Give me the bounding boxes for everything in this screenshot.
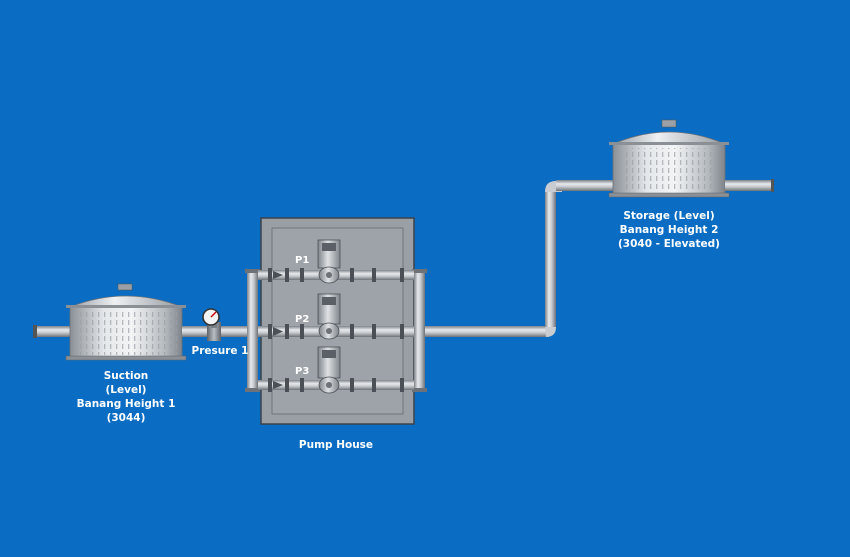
storage-tank[interactable] [608,119,774,198]
pump-house-label: Pump House [298,439,374,451]
suction-line-3: Banang Height 1 [76,398,176,410]
storage-line-2: Banang Height 2 [619,224,719,236]
pump-p2-label: P2 [295,314,310,325]
pump-p2[interactable] [317,293,341,340]
suction-tank-label: Suction (Level) Banang Height 1 (3044) [66,369,186,425]
suction-line-1: Suction [103,370,149,382]
inlet-header [247,270,258,391]
suction-line-2: (Level) [105,384,147,396]
pump-p1[interactable] [317,239,341,284]
pump-p3[interactable] [317,346,341,394]
storage-tank-label: Storage (Level) Banang Height 2 (3040 - … [604,209,734,251]
outlet-header [414,270,425,391]
pump-p3-label: P3 [295,366,310,377]
pump-p1-label: P1 [295,255,310,266]
storage-line-1: Storage (Level) [623,210,715,222]
pressure-gauge[interactable] [202,308,221,341]
discharge-pipe [425,180,616,337]
pressure-gauge-label: Presure 1 [191,345,249,357]
suction-tank[interactable] [33,283,187,361]
suction-line-4: (3044) [106,412,146,424]
storage-line-3: (3040 - Elevated) [618,238,720,250]
